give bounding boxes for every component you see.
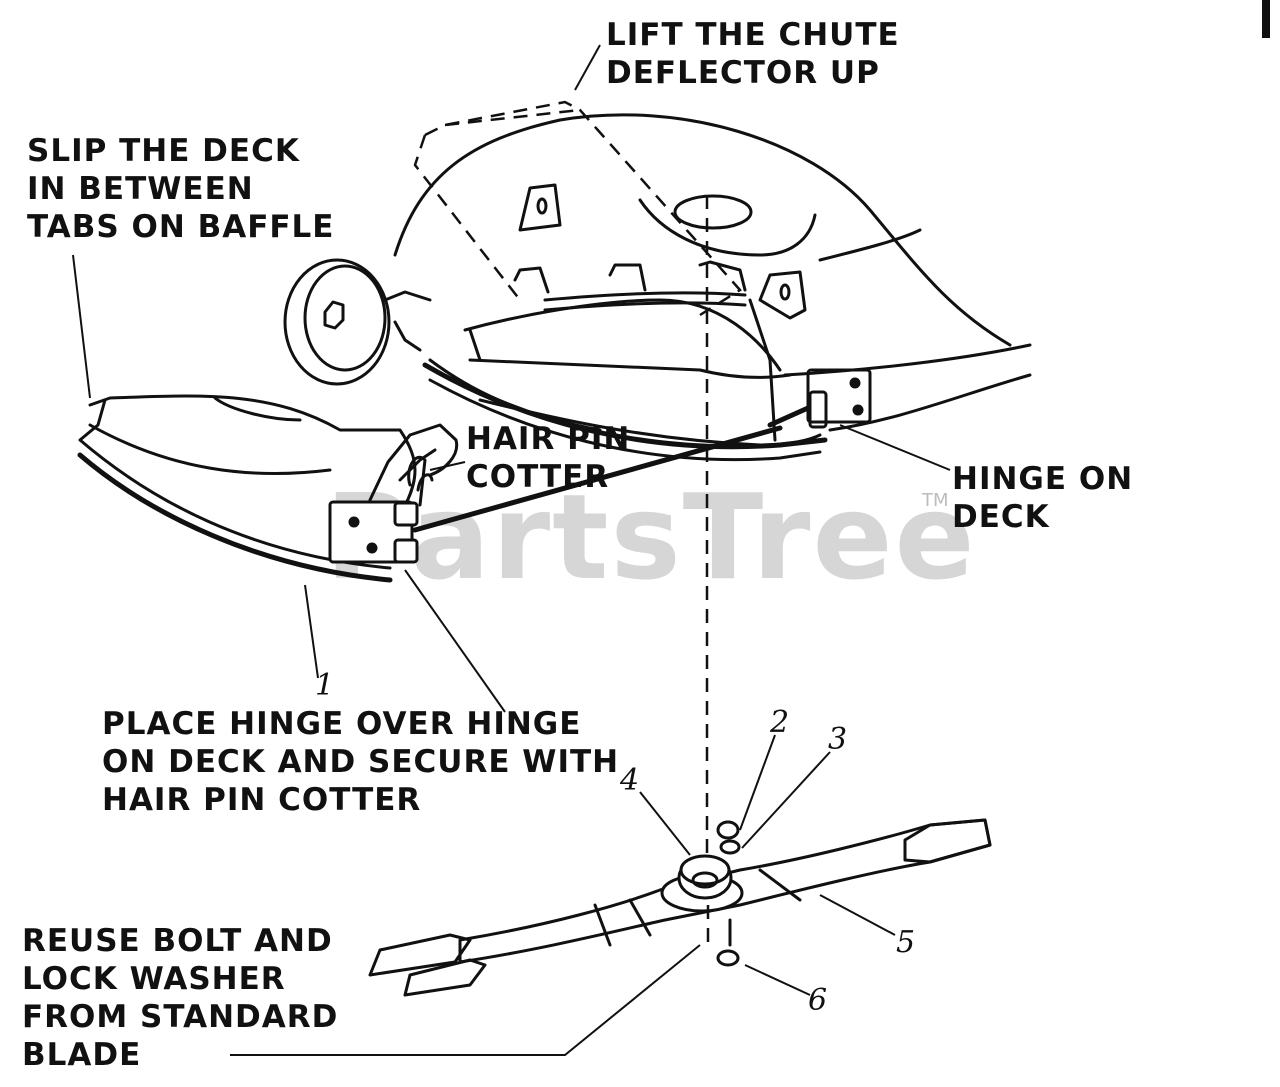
label-reuse-bolt-line3: FROM STANDARD xyxy=(22,999,339,1035)
label-slip-deck: SLIP THE DECK IN BETWEEN TABS ON BAFFLE xyxy=(27,132,334,246)
label-reuse-bolt-line2: LOCK WASHER xyxy=(22,961,286,997)
callout-1: 1 xyxy=(315,668,335,703)
label-hair-pin-line2: COTTER xyxy=(466,459,610,495)
label-slip-deck-line3: TABS ON BAFFLE xyxy=(27,209,335,245)
label-reuse-bolt: REUSE BOLT AND LOCK WASHER FROM STANDARD… xyxy=(22,922,338,1074)
label-lift-chute-line1: LIFT THE CHUTE xyxy=(606,17,900,53)
mulching-baffle xyxy=(77,394,811,583)
callout-6: 6 xyxy=(808,983,828,1018)
callout-4: 4 xyxy=(620,763,640,798)
watermark-trademark: TM xyxy=(922,490,949,511)
label-reuse-bolt-line1: REUSE BOLT AND xyxy=(22,923,333,959)
mulching-blade xyxy=(230,734,992,1056)
label-place-hinge-line1: PLACE HINGE OVER HINGE xyxy=(102,706,582,742)
label-hinge-on-deck-line1: HINGE ON xyxy=(952,461,1134,497)
label-hair-pin: HAIR PIN COTTER xyxy=(466,420,630,496)
label-slip-deck-line1: SLIP THE DECK xyxy=(27,133,300,169)
label-slip-deck-line2: IN BETWEEN xyxy=(27,171,254,207)
label-lift-chute-line2: DEFLECTOR UP xyxy=(606,55,880,91)
callout-2: 2 xyxy=(770,705,790,740)
label-hair-pin-line1: HAIR PIN xyxy=(466,421,631,457)
label-lift-chute: LIFT THE CHUTE DEFLECTOR UP xyxy=(606,16,900,92)
label-place-hinge-line3: HAIR PIN COTTER xyxy=(102,782,422,818)
label-place-hinge-line2: ON DECK AND SECURE WITH xyxy=(102,744,620,780)
watermark: PartsTree xyxy=(325,468,977,606)
label-place-hinge: PLACE HINGE OVER HINGE ON DECK AND SECUR… xyxy=(102,705,619,819)
callout-3: 3 xyxy=(828,722,848,757)
label-reuse-bolt-line4: BLADE xyxy=(22,1037,142,1073)
label-hinge-on-deck: HINGE ON DECK xyxy=(952,460,1133,536)
callout-5: 5 xyxy=(896,925,916,960)
chute-deflector-lifted xyxy=(413,44,742,317)
mower-deck xyxy=(283,113,1032,860)
label-hinge-on-deck-line2: DECK xyxy=(952,499,1050,535)
